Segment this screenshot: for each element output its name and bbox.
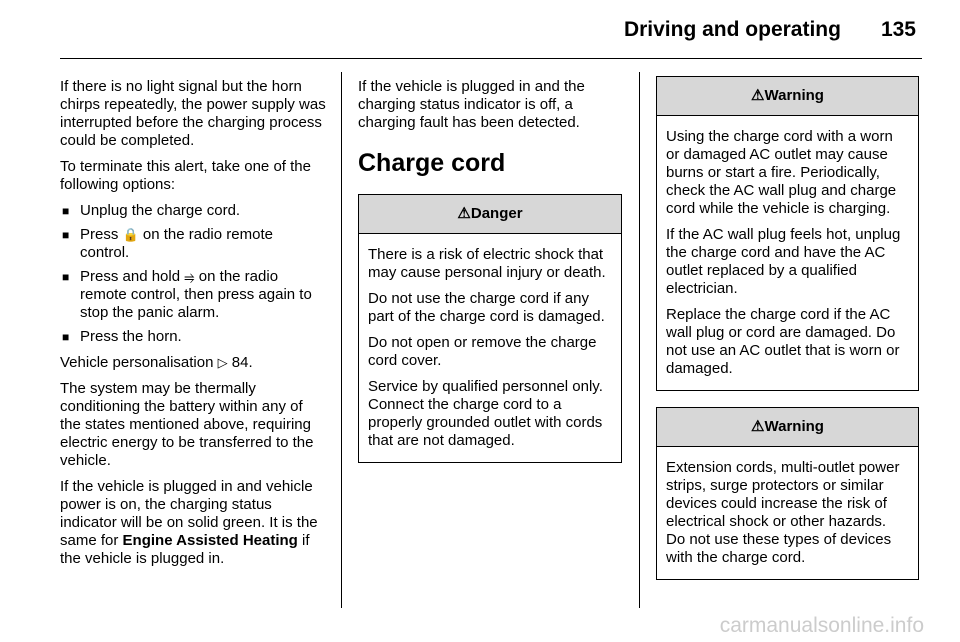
list-item: ■ Press the horn.	[62, 328, 182, 345]
list-item: ■ Press 🔒 on the radio remote control.	[62, 226, 273, 261]
paragraph: Extension cords, multi-outlet power stri…	[666, 459, 900, 566]
warning-title: Warning	[764, 87, 824, 104]
bullet-icon: ■	[62, 228, 70, 242]
paragraph: Do not open or remove the charge cord co…	[368, 334, 597, 369]
warning-box: ⚠Warning Extension cords, multi-outlet p…	[656, 407, 919, 580]
list-item: ■ Press and hold ⥤ on the radio remote c…	[62, 268, 312, 321]
paragraph: Replace the charge cord if the AC wall p…	[666, 306, 900, 377]
bold-term: Engine Assisted Heating	[122, 532, 298, 549]
warning-box-body: Using the charge cord with a worn or dam…	[657, 116, 918, 390]
warning-triangle-icon: ⚠	[751, 87, 765, 104]
bullet-icon: ■	[62, 330, 70, 344]
lock-icon: 🔒	[122, 227, 139, 242]
danger-box: ⚠Danger There is a risk of electric shoc…	[358, 194, 622, 463]
section-title: Driving and operating	[623, 18, 841, 41]
header-rule	[60, 58, 922, 59]
column-2: If the vehicle is plugged in and the cha…	[358, 78, 622, 479]
danger-box-body: There is a risk of electric shock that m…	[359, 234, 621, 462]
warning-triangle-icon: ⚠	[457, 205, 471, 222]
danger-box-header: ⚠Danger	[359, 195, 621, 234]
warning-box-header: ⚠Warning	[657, 408, 918, 447]
page-reference-icon: ▷	[217, 355, 228, 370]
page-number: 135	[880, 18, 916, 41]
warning-box-body: Extension cords, multi-outlet power stri…	[657, 447, 918, 579]
warning-triangle-icon: ⚠	[751, 418, 765, 435]
paragraph: Using the charge cord with a worn or dam…	[666, 128, 897, 217]
paragraph: Do not use the charge cord if any part o…	[368, 290, 605, 325]
column-3: ⚠Warning Using the charge cord with a wo…	[656, 76, 919, 596]
warning-box: ⚠Warning Using the charge cord with a wo…	[656, 76, 919, 391]
bullet-icon: ■	[62, 270, 70, 284]
paragraph: If the vehicle is plugged in and vehicle…	[60, 478, 318, 567]
warning-box-header: ⚠Warning	[657, 77, 918, 116]
column-1: If there is no light signal but the horn…	[60, 78, 326, 576]
options-list: ■ Unplug the charge cord. ■ Press 🔒 on t…	[60, 202, 326, 346]
page-header: Driving and operating 135	[624, 18, 916, 42]
list-item: ■ Unplug the charge cord.	[62, 202, 241, 219]
section-heading: Charge cord	[358, 149, 506, 177]
bullet-icon: ■	[62, 204, 70, 218]
cross-reference[interactable]: Vehicle personalisation ▷ 84.	[60, 354, 253, 371]
watermark: carmanualsonline.info	[719, 614, 924, 637]
column-divider-1	[341, 72, 342, 608]
paragraph: The system may be thermally conditioning…	[60, 380, 314, 469]
paragraph: If the vehicle is plugged in and the cha…	[358, 78, 585, 131]
paragraph: There is a risk of electric shock that m…	[368, 246, 606, 281]
warning-title: Warning	[764, 418, 824, 435]
column-divider-2	[639, 72, 640, 608]
paragraph: If the AC wall plug feels hot, unplug th…	[666, 226, 901, 297]
paragraph: Service by qualified personnel only. Con…	[368, 378, 603, 449]
paragraph: To terminate this alert, take one of the…	[60, 158, 311, 193]
danger-title: Danger	[470, 205, 523, 222]
paragraph: If there is no light signal but the horn…	[60, 78, 326, 149]
panic-icon: ⥤	[184, 269, 195, 284]
